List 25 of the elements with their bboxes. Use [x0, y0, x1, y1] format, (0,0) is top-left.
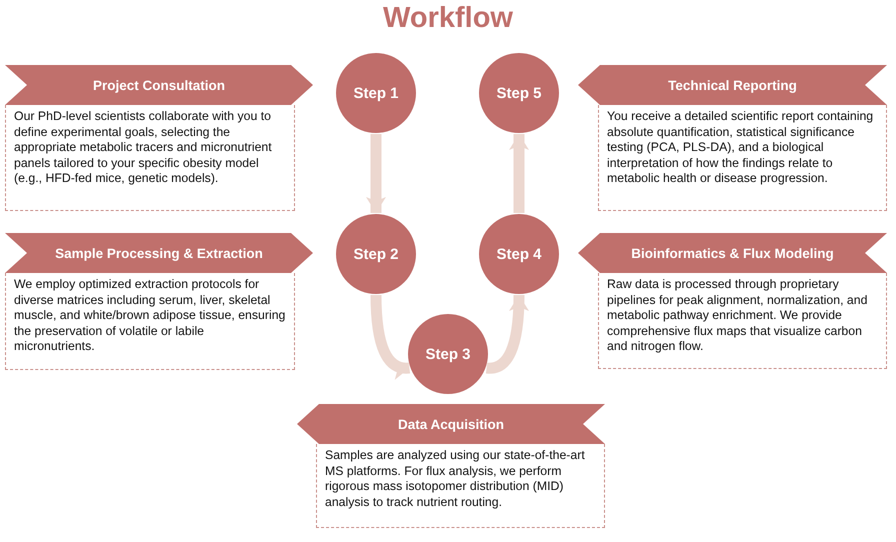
- step-circle: Step 1: [336, 53, 416, 133]
- flow-arrow: [509, 134, 529, 213]
- step-circle: Step 2: [336, 214, 416, 294]
- section-heading: Technical Reporting: [667, 76, 798, 95]
- section-heading: Sample Processing & Extraction: [54, 244, 264, 263]
- section-heading: Bioinformatics & Flux Modeling: [630, 244, 835, 263]
- banner-shape: [297, 404, 605, 444]
- description-text: Raw data is processed through proprietary pipelines for peak alignment, normalization, and metabolic pathway enrichment. We provide comprehensive flux maps that visualize carbon and nitrogen flow.: [598, 273, 887, 369]
- banner-shape: [5, 65, 313, 105]
- flow-arrow: [366, 134, 386, 213]
- description-text: Samples are analyzed using our state-of-the-art MS platforms. For flux analysis, we perform rigorous mass isotopomer distribution (MID) analysis to track nutrient routing.: [316, 444, 605, 528]
- section-heading: Project Consultation: [92, 76, 226, 95]
- description-text: Our PhD-level scientists collaborate with you to define experimental goals, selecting the appropriate metabolic tracers and micronutrient panels tailored to your specific obesity model (e.g., HFD-fed mice, genetic models).: [5, 105, 295, 211]
- step-circle: Step 3: [408, 314, 488, 394]
- step-circle: Step 5: [479, 53, 559, 133]
- flow-arrow: [370, 294, 410, 378]
- section-heading: Data Acquisition: [396, 416, 505, 434]
- banner-shape: [5, 233, 313, 273]
- step-circle: Step 4: [479, 214, 559, 294]
- banner-shape: [578, 65, 887, 105]
- description-text: We employ optimized extraction protocols for diverse matrices including serum, liver, skeletal muscle, and white/brown adipose tissue, ensuring the preservation of volatile or labile micronutrients.: [5, 273, 295, 370]
- flow-arrow: [486, 294, 529, 374]
- description-text: You receive a detailed scientific report containing absolute quantification, statistical significance testing (PCA, PLS-DA), and a biological interpretation of how the findings relate to metabolic health or disease progression.: [598, 105, 887, 211]
- banner-shape: [578, 233, 887, 273]
- diagram-title: Workflow: [382, 2, 514, 35]
